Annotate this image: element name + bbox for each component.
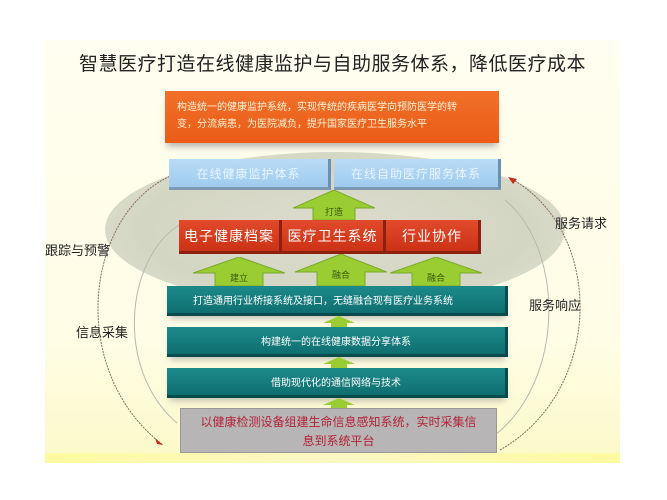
small-up-arrow-1 <box>323 316 355 328</box>
layer-data-sharing: 构建统一的在线健康数据分享体系 <box>167 327 508 357</box>
module-industry-collab: 行业协作 <box>386 220 481 254</box>
cycle-arrows <box>97 173 581 451</box>
up-arrow-icon <box>323 316 355 328</box>
top-goal-line2: 变，分流病患，为医院减负，提升国家医疗卫生服务水平 <box>177 119 427 130</box>
build-arrow-label: 打造 <box>324 208 343 218</box>
module-ehr: 电子健康档案 <box>179 220 282 254</box>
module-medical-system: 医疗卫生系统 <box>282 220 386 254</box>
response-arc <box>494 199 550 436</box>
tracking-arc <box>97 173 176 446</box>
system-online-monitoring: 在线健康监护体系 <box>169 159 331 190</box>
merge-arrow-1-label: 融合 <box>331 271 350 281</box>
build-arrow: 打造 <box>293 190 375 220</box>
merge-arrow-2: 融合 <box>390 257 482 286</box>
label-tracking-warning: 跟踪与预警 <box>45 244 111 259</box>
label-info-collection: 信息采集 <box>76 326 129 341</box>
slide-title: 智慧医疗打造在线健康监护与自助服务体系，降低医疗成本 <box>78 52 586 75</box>
label-service-request: 服务请求 <box>555 217 608 232</box>
merge-arrow-2-label: 融合 <box>426 274 445 284</box>
foundation-line1: 以健康检测设备组建生命信息感知系统，实时采集信 <box>200 415 477 429</box>
establish-arrow: 建立 <box>193 257 285 286</box>
white-patch <box>535 468 611 490</box>
request-arc <box>499 177 581 451</box>
up-arrow-icon <box>193 257 285 286</box>
up-arrow-icon <box>295 254 387 286</box>
up-arrow-icon <box>323 398 355 410</box>
slide: 智慧医疗打造在线健康监护与自助服务体系，降低医疗成本 构造统一的健康监护系统，实… <box>45 40 620 490</box>
top-goal-line1: 构造统一的健康监护系统，实现传统的疾病医学向预防医学的转 <box>177 102 457 113</box>
layer-bridge-interface: 打造通用行业桥接系统及接口，无缝融合现有医疗业务系统 <box>167 286 508 316</box>
up-arrow-icon <box>323 357 355 369</box>
establish-arrow-label: 建立 <box>229 274 248 284</box>
merge-arrow-1: 融合 <box>295 254 387 286</box>
collection-arc <box>133 224 180 424</box>
top-goal-box: 构造统一的健康监护系统，实现传统的疾病医学向预防医学的转 变，分流病患，为医院减… <box>165 91 499 143</box>
up-arrow-icon <box>293 190 375 220</box>
foundation-line2: 息到系统平台 <box>302 434 375 448</box>
label-service-response: 服务响应 <box>529 299 582 314</box>
foundation-box: 以健康检测设备组建生命信息感知系统，实时采集信 息到系统平台 <box>180 408 497 453</box>
system-online-self-service: 在线自助医疗服务体系 <box>334 159 501 190</box>
request-arrowhead <box>508 177 517 184</box>
small-up-arrow-2 <box>323 357 355 369</box>
small-up-arrow-3 <box>323 398 355 410</box>
layer-communication-network: 借助现代化的通信网络与技术 <box>167 368 508 398</box>
up-arrow-icon <box>390 257 482 286</box>
tracking-arrowhead <box>155 438 163 445</box>
slide-bottom-band <box>45 453 620 463</box>
